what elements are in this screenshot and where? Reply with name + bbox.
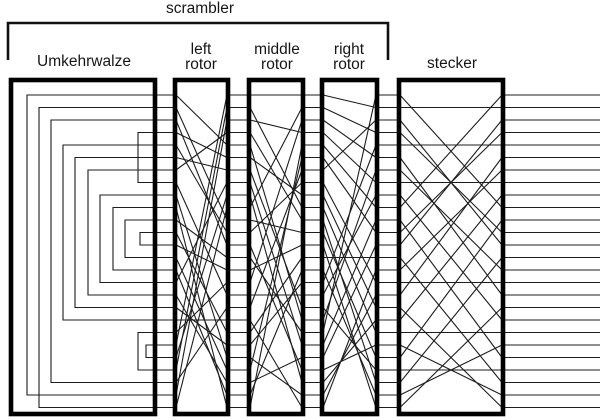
left-rotor-wire xyxy=(175,269,228,396)
right-rotor-wire xyxy=(322,119,377,171)
reflector-wire xyxy=(26,94,152,396)
right-rotor-wire xyxy=(322,244,377,408)
label-left-rotor-line1: left xyxy=(190,41,212,58)
stecker-box xyxy=(396,77,506,417)
reflector-wire xyxy=(137,331,152,371)
reflector-wire xyxy=(50,119,152,384)
right-rotor-wire xyxy=(322,319,377,383)
left-rotor-wire xyxy=(175,119,228,246)
stecker-wire xyxy=(399,169,503,271)
middle-rotor-wire xyxy=(249,219,303,234)
left-rotor-wire xyxy=(175,94,228,346)
stecker-wire xyxy=(399,257,503,383)
right-rotor-wire xyxy=(322,194,377,308)
left-rotor-wire xyxy=(175,307,228,346)
middle-rotor-wire xyxy=(249,144,303,321)
stecker-wire xyxy=(399,119,503,246)
middle-rotor-wire xyxy=(249,107,303,208)
reflector-wire xyxy=(62,144,152,321)
reflector-wire xyxy=(87,169,152,296)
middle-rotor-wire xyxy=(249,244,303,271)
label-left-rotor: left rotor xyxy=(185,41,217,73)
left-rotor-wire xyxy=(175,107,228,371)
reflector-wire xyxy=(145,344,152,359)
label-stecker: stecker xyxy=(427,55,477,72)
label-right-rotor-line2: rotor xyxy=(333,56,365,73)
left-rotor-wire xyxy=(175,257,228,371)
right-rotor-wire xyxy=(322,244,377,358)
left-rotor-wire xyxy=(175,307,228,383)
middle-rotor-wire xyxy=(249,157,303,371)
stecker-wire xyxy=(399,344,503,396)
reflector-wire xyxy=(112,206,152,271)
middle-rotor-wire xyxy=(249,357,303,383)
right-rotor-wire xyxy=(322,219,377,346)
scrambler-bracket xyxy=(6,21,390,60)
label-middle-rotor-line2: rotor xyxy=(261,56,293,73)
right-rotor-wire xyxy=(322,269,377,408)
label-right-rotor: right rotor xyxy=(333,41,365,73)
reflector-wire xyxy=(137,131,152,184)
umkehrwalze-box xyxy=(8,77,158,417)
stecker-wire xyxy=(399,194,503,321)
middle-rotor-wire xyxy=(249,119,303,134)
left-rotor-wire xyxy=(175,182,228,283)
stecker-wire xyxy=(399,157,503,296)
reflector-wire xyxy=(99,194,152,284)
label-right-rotor-line1: right xyxy=(333,41,365,58)
middle-rotor-wire xyxy=(249,119,303,283)
right-rotor-wire xyxy=(322,232,377,358)
left-rotor-wire xyxy=(175,119,228,396)
stecker-wire xyxy=(399,307,503,408)
middle-rotor-wire xyxy=(249,269,303,396)
label-left-rotor-line2: rotor xyxy=(185,56,217,73)
right-rotor-wire xyxy=(322,157,377,233)
label-middle-rotor-line1: middle xyxy=(254,41,300,58)
left-rotor-wire xyxy=(175,194,228,358)
label-middle-rotor: middle rotor xyxy=(254,41,300,73)
left-rotor-wire xyxy=(175,207,228,408)
label-scrambler: scrambler xyxy=(165,0,235,17)
reflector-wire xyxy=(124,219,152,259)
middle-rotor-wire xyxy=(249,194,303,383)
right-rotor-wire xyxy=(322,182,377,283)
left-rotor-wire xyxy=(175,294,228,383)
stecker-wire xyxy=(399,94,503,208)
right-rotor-wire xyxy=(322,94,377,333)
right-rotor-wire xyxy=(322,269,377,396)
right-rotor-wire xyxy=(322,94,377,109)
label-umkehrwalze: Umkehrwalze xyxy=(37,53,131,70)
left-rotor-wire xyxy=(175,232,228,333)
right-rotor-wire xyxy=(322,132,377,183)
right-rotor-wire xyxy=(322,144,377,208)
right-rotor-wire xyxy=(322,344,377,371)
middle_rotor-box xyxy=(246,77,306,417)
right_rotor-box xyxy=(319,77,380,417)
reflector-wire xyxy=(38,106,152,409)
stecker-wire xyxy=(399,219,503,358)
left_rotor-box xyxy=(172,77,231,417)
middle-rotor-wire xyxy=(249,144,303,408)
reflector-wire xyxy=(139,231,152,246)
middle-rotor-wire xyxy=(249,282,303,346)
right-rotor-wire xyxy=(322,119,377,158)
right-rotor-wire xyxy=(322,294,377,396)
middle-rotor-wire xyxy=(249,257,303,333)
reflector-wire xyxy=(74,156,152,309)
